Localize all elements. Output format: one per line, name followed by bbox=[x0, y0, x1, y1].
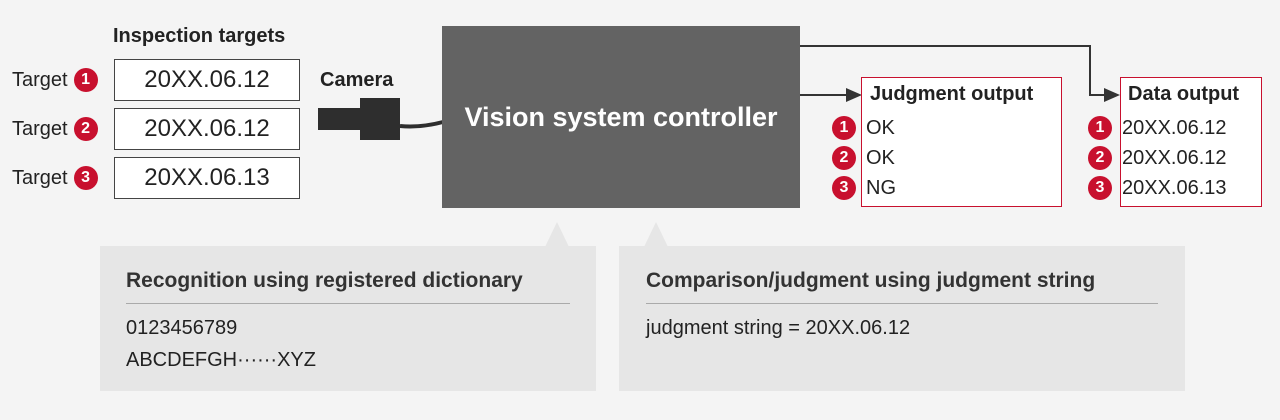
target-label: Target bbox=[12, 117, 68, 140]
judgment-value: OK bbox=[866, 146, 895, 169]
item-number-badge: 3 bbox=[1088, 176, 1112, 200]
callout-right-pointer bbox=[644, 222, 668, 247]
judgment-callout: Comparison/judgment using judgment strin… bbox=[619, 246, 1185, 391]
arrow-to-data-head bbox=[1104, 88, 1120, 102]
data-value: 20XX.06.12 bbox=[1122, 146, 1227, 169]
dictionary-digits: 0123456789 bbox=[126, 317, 238, 339]
data-value: 20XX.06.13 bbox=[1122, 176, 1227, 199]
camera-cable bbox=[399, 120, 444, 129]
target-row: Target 2 bbox=[12, 111, 98, 147]
callout-left-pointer bbox=[545, 222, 569, 247]
data-output-title: Data output bbox=[1128, 83, 1240, 105]
dictionary-letters: ABCDEFGH······XYZ bbox=[126, 349, 316, 371]
data-value: 20XX.06.12 bbox=[1122, 116, 1227, 139]
list-item: 2 OK bbox=[832, 143, 896, 173]
arrow-to-judgment-head bbox=[846, 88, 862, 102]
target-date-box: 20XX.06.12 bbox=[114, 59, 300, 101]
arrow-to-data-line bbox=[800, 45, 1106, 96]
target-number-badge: 2 bbox=[73, 117, 98, 141]
target-number-badge: 1 bbox=[73, 68, 98, 92]
camera-label: Camera bbox=[320, 69, 394, 91]
judgment-value: NG bbox=[866, 176, 896, 199]
list-item: 1 OK bbox=[832, 113, 896, 143]
callout-divider bbox=[126, 303, 570, 304]
inspection-targets-title: Inspection targets bbox=[113, 25, 286, 47]
judgment-string-text: judgment string = 20XX.06.12 bbox=[646, 317, 911, 339]
list-item: 3 20XX.06.13 bbox=[1088, 173, 1227, 203]
recognition-callout-title: Recognition using registered dictionary bbox=[126, 269, 523, 292]
list-item: 3 NG bbox=[832, 173, 896, 203]
judgment-output-list: 1 OK 2 OK 3 NG bbox=[832, 113, 896, 203]
judgment-callout-title: Comparison/judgment using judgment strin… bbox=[646, 269, 1096, 292]
target-date-box: 20XX.06.12 bbox=[114, 108, 300, 150]
target-label: Target bbox=[12, 166, 68, 189]
list-item: 2 20XX.06.12 bbox=[1088, 143, 1227, 173]
target-row: Target 1 bbox=[12, 62, 98, 98]
target-label: Target bbox=[12, 68, 68, 91]
recognition-callout: Recognition using registered dictionary … bbox=[100, 246, 596, 391]
judgment-output-title: Judgment output bbox=[870, 83, 1034, 105]
judgment-value: OK bbox=[866, 116, 895, 139]
camera-icon bbox=[318, 98, 400, 140]
data-output-list: 1 20XX.06.12 2 20XX.06.12 3 20XX.06.13 bbox=[1088, 113, 1227, 203]
target-number-badge: 3 bbox=[73, 166, 98, 190]
data-output-box: Data output bbox=[1120, 77, 1262, 207]
item-number-badge: 3 bbox=[832, 176, 856, 200]
item-number-badge: 2 bbox=[832, 146, 856, 170]
item-number-badge: 1 bbox=[832, 116, 856, 140]
vision-system-controller: Vision system controller bbox=[442, 26, 800, 208]
target-date-box: 20XX.06.13 bbox=[114, 157, 300, 199]
judgment-output-box: Judgment output bbox=[861, 77, 1062, 207]
item-number-badge: 1 bbox=[1088, 116, 1112, 140]
callout-divider bbox=[646, 303, 1158, 304]
list-item: 1 20XX.06.12 bbox=[1088, 113, 1227, 143]
target-row: Target 3 bbox=[12, 160, 98, 196]
item-number-badge: 2 bbox=[1088, 146, 1112, 170]
